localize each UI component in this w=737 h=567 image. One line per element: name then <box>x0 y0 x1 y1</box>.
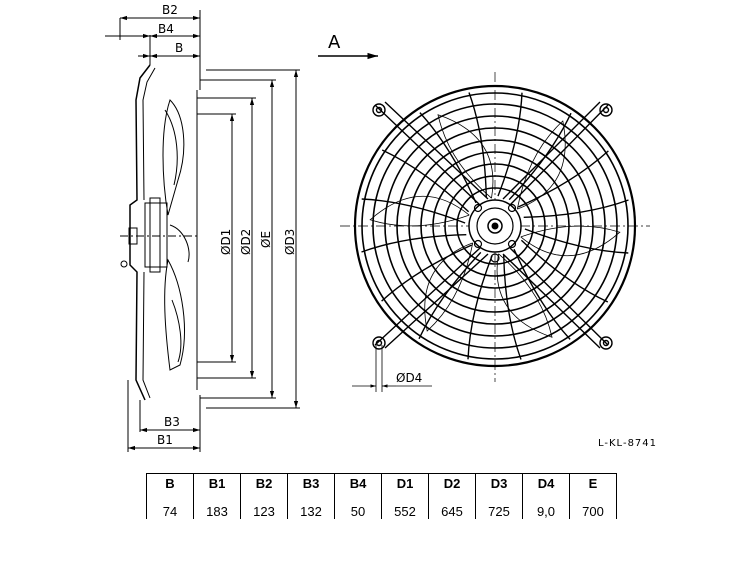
table-row: 74 183 123 132 50 552 645 725 9,0 700 <box>146 499 617 519</box>
value-e: 700 <box>569 499 617 519</box>
label-d2: ØD2 <box>239 229 253 255</box>
dimensions-table: B B1 B2 B3 B4 D1 D2 D3 D4 E 74 183 123 1… <box>146 473 617 519</box>
value-b2: 123 <box>240 499 288 519</box>
guard-spoke <box>523 199 629 218</box>
housing-profile <box>129 64 151 401</box>
hub-center <box>487 218 503 234</box>
value-b1: 183 <box>193 499 241 519</box>
fan-blade <box>520 225 621 257</box>
guard-spokes <box>361 92 629 360</box>
housing-inner <box>142 67 156 399</box>
guard-spoke <box>524 228 629 254</box>
guard-spoke <box>520 239 609 303</box>
guard-spoke <box>517 150 609 208</box>
fan-blade <box>437 114 494 199</box>
value-b3: 132 <box>287 499 335 519</box>
guard-spoke <box>468 92 487 198</box>
view-arrow: A <box>318 32 378 60</box>
header-b1: B1 <box>193 473 241 499</box>
view-arrow-label: A <box>328 32 341 53</box>
label-e: ØE <box>259 231 273 248</box>
value-d1: 552 <box>381 499 429 519</box>
fan-blade <box>424 242 474 332</box>
guard-spoke <box>497 92 523 197</box>
fan-blade <box>369 195 470 227</box>
drawing-reference: L-KL-8741 <box>598 438 658 449</box>
header-d2: D2 <box>428 473 476 499</box>
guard-spoke <box>361 234 467 253</box>
blade-lower <box>164 258 185 371</box>
label-b3: B3 <box>164 415 180 429</box>
front-view <box>340 72 650 392</box>
hub-ring <box>476 207 514 245</box>
label-b4: B4 <box>158 22 174 36</box>
guard-spoke <box>418 251 482 340</box>
side-view <box>105 10 300 452</box>
label-d3: ØD3 <box>283 229 297 255</box>
mount-hole-tl <box>372 103 386 117</box>
side-view-labels: B2 B4 B B3 B1 ØD1 ØD2 ØE ØD3 <box>157 3 297 447</box>
label-b2: B2 <box>162 3 178 17</box>
mounting-struts <box>374 101 609 349</box>
guard-spoke <box>419 112 477 204</box>
value-b4: 50 <box>334 499 382 519</box>
header-b3: B3 <box>287 473 335 499</box>
label-b: B <box>175 41 183 55</box>
guard-spoke <box>381 149 470 213</box>
header-e: E <box>569 473 617 499</box>
guard-spoke <box>467 255 493 360</box>
blade-upper-2 <box>164 109 178 186</box>
header-b: B <box>146 473 194 499</box>
fan-blades <box>369 114 621 338</box>
motor-flange <box>149 197 161 273</box>
header-d1: D1 <box>381 473 429 499</box>
mount-hole-br <box>599 336 613 350</box>
guard-spoke <box>381 244 473 302</box>
header-d4: D4 <box>522 473 570 499</box>
fan-technical-drawing: B2 B4 B B3 B1 ØD1 ØD2 ØE ØD3 A <box>105 3 650 452</box>
blade-mid <box>169 224 190 263</box>
table-header-row: B B1 B2 B3 B4 D1 D2 D3 D4 E <box>146 473 617 499</box>
label-d4: ØD4 <box>396 371 422 385</box>
header-b4: B4 <box>334 473 382 499</box>
label-b1: B1 <box>157 433 173 447</box>
mount-hole-bl <box>372 336 386 350</box>
label-d1: ØD1 <box>219 229 233 255</box>
guard-spoke <box>513 248 571 340</box>
value-d4: 9,0 <box>522 499 570 519</box>
fan-blade <box>516 120 566 210</box>
blade-lower-2 <box>171 299 182 363</box>
mounting-holes <box>372 103 613 350</box>
value-b: 74 <box>146 499 194 519</box>
value-d3: 725 <box>475 499 523 519</box>
fan-blade <box>496 253 553 338</box>
header-b2: B2 <box>240 473 288 499</box>
guard-spoke <box>503 254 522 360</box>
mount-hole-tr <box>599 103 613 117</box>
header-d3: D3 <box>475 473 523 499</box>
motor-body <box>144 202 168 268</box>
blade-upper <box>162 99 185 216</box>
guard-spoke <box>361 198 466 224</box>
value-d2: 645 <box>428 499 476 519</box>
